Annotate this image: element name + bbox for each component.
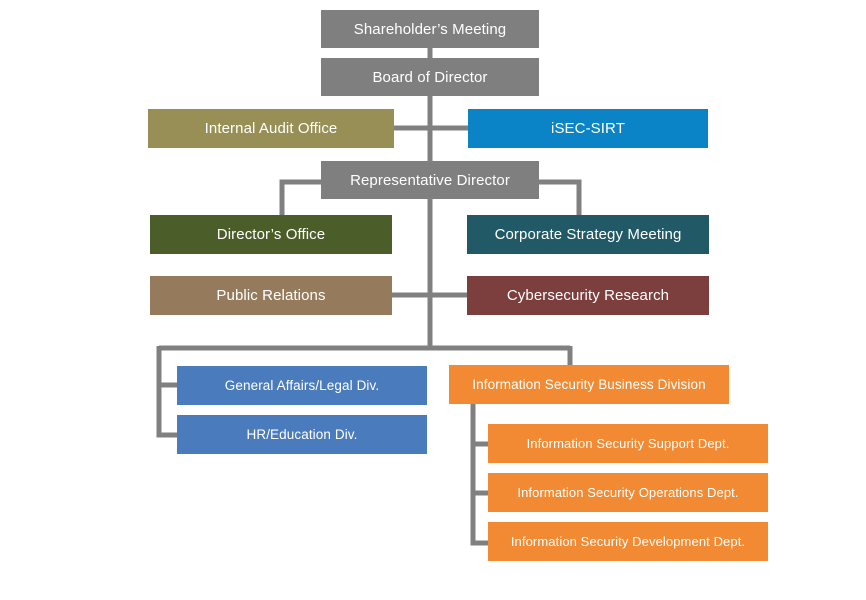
hr-education-box: HR/Education Div. [177,415,427,454]
cybersecurity-research-box: Cybersecurity Research [467,276,709,315]
info-security-business-division-box: Information Security Business Division [449,365,729,404]
isec-sirt-box: iSEC-SIRT [468,109,708,148]
board-of-director-box: Board of Director [321,58,539,96]
internal-audit-office-box: Internal Audit Office [148,109,394,148]
directors-office-box: Director’s Office [150,215,392,254]
corporate-strategy-meeting-box: Corporate Strategy Meeting [467,215,709,254]
shareholders-meeting-box: Shareholder’s Meeting [321,10,539,48]
info-security-development-dept-box: Information Security Development Dept. [488,522,768,561]
strategy-meeting-connector [538,179,582,216]
info-security-operations-dept-box: Information Security Operations Dept. [488,473,768,512]
info-security-support-dept-box: Information Security Support Dept. [488,424,768,463]
dept-trunk-connector [470,403,490,546]
public-relations-box: Public Relations [150,276,392,315]
director-office-connector [279,179,325,216]
left-division-connector [156,346,178,438]
representative-director-box: Representative Director [321,161,539,199]
general-affairs-legal-box: General Affairs/Legal Div. [177,366,427,405]
